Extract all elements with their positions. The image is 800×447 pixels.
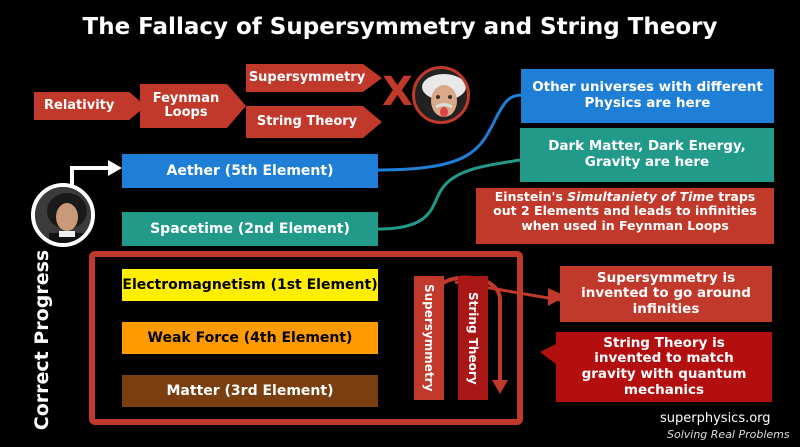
spacetime-connector [377,158,521,231]
supersymmetry-arrow: Supersymmetry [246,64,382,92]
page-title: The Fallacy of Supersymmetry and String … [82,14,718,40]
correct-progress-label: Correct Progress [24,250,60,430]
site-name: superphysics.org [660,411,771,426]
electromagnetism-box: Electromagnetism (1st Element) [122,269,378,301]
string-theory-arrow: String Theory [246,106,382,138]
supersymmetry-vertical-text: Supersymmetry [422,284,436,392]
supersymmetry-vertical-box: Supersymmetry [414,276,444,400]
supersymmetry-invented-note: Supersymmetry is invented to go around i… [560,266,772,322]
feynman-label: Feynman Loops [152,90,220,120]
site-tagline: Solving Real Problems [667,428,790,441]
string-theory-invented-note: String Theory is invented to match gravi… [556,332,772,402]
feynman-arrow: Feynman Loops [140,84,246,128]
matter-box: Matter (3rd Element) [122,375,378,407]
aether-box: Aether (5th Element) [122,154,378,188]
einstein-note-post: traps out 2 Elements and leads to infini… [493,189,757,233]
descartes-avatar-icon [31,183,95,247]
x-mark: X [382,69,413,115]
susy-pointer-head [548,288,566,306]
weak-force-box: Weak Force (4th Element) [122,322,378,354]
einstein-avatar-icon [412,66,470,124]
supersymmetry-flow-label: Supersymmetry [248,69,366,85]
other-universes-note: Other universes with different Physics a… [521,69,774,123]
string-pointer-head [540,342,560,364]
string-theory-vertical-box: String Theory [458,276,488,400]
einstein-note-pre: Einstein's [494,189,568,204]
string-theory-vertical-text: String Theory [466,291,480,385]
spacetime-box: Spacetime (2nd Element) [122,212,378,246]
progress-arrow-head [108,160,122,176]
einstein-note: Einstein's Simultaniety of Time traps ou… [476,188,774,244]
relativity-arrow: Relativity [34,92,146,120]
u-turn-arrow-head [492,380,508,394]
correct-progress-text: Correct Progress [31,249,54,431]
dark-matter-note: Dark Matter, Dark Energy, Gravity are he… [520,128,774,182]
aether-connector [377,93,523,172]
elements-frame [89,251,523,425]
einstein-note-em: Simultaniety of Time [567,189,714,204]
string-theory-flow-label: String Theory [256,113,358,129]
relativity-label: Relativity [44,97,115,113]
